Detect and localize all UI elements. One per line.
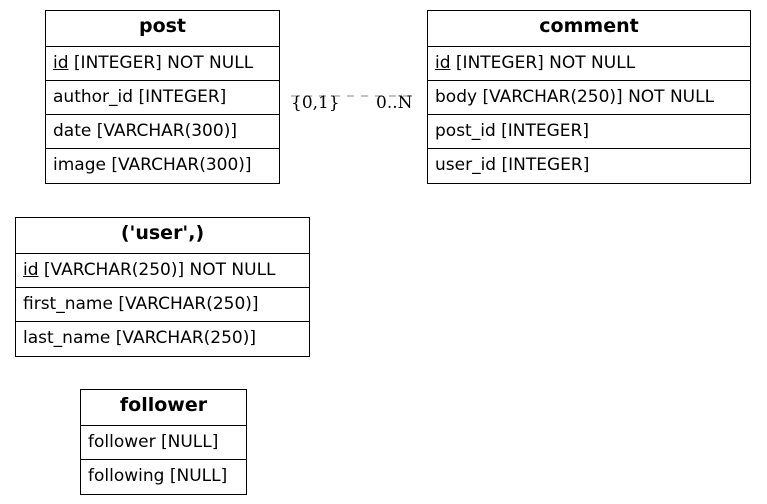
column-name: first_name — [23, 294, 113, 314]
column-spec: [INTEGER] — [501, 155, 590, 175]
column-row: id [INTEGER] NOT NULL — [428, 47, 750, 81]
column-spec: [NULL] — [161, 432, 219, 452]
entity-post[interactable]: post id [INTEGER] NOT NULL author_id [IN… — [45, 10, 280, 184]
column-row: image [VARCHAR(300)] — [46, 149, 279, 183]
column-name: following — [88, 466, 165, 486]
column-row: id [INTEGER] NOT NULL — [46, 47, 279, 81]
column-spec: [INTEGER] NOT NULL — [73, 53, 254, 73]
column-row: following [NULL] — [81, 460, 246, 494]
column-name: body — [435, 87, 478, 107]
cardinality-comment-side: 0..N — [376, 93, 413, 113]
cardinality-post-side: {0,1} — [291, 93, 340, 113]
entity-follower[interactable]: follower follower [NULL] following [NULL… — [80, 389, 247, 495]
column-row: follower [NULL] — [81, 426, 246, 460]
column-spec: [INTEGER] NOT NULL — [455, 53, 636, 73]
column-spec: [INTEGER] — [138, 87, 227, 107]
column-name: last_name — [23, 328, 111, 348]
column-spec: [VARCHAR(250)] NOT NULL — [482, 87, 715, 107]
column-name: follower — [88, 432, 156, 452]
column-spec: [INTEGER] — [501, 121, 589, 141]
entity-title: post — [46, 11, 279, 47]
column-row: body [VARCHAR(250)] NOT NULL — [428, 81, 750, 115]
column-name: image — [53, 155, 106, 175]
primary-key-name: id — [435, 53, 451, 73]
column-spec: [VARCHAR(250)] — [118, 294, 259, 314]
entity-comment[interactable]: comment id [INTEGER] NOT NULL body [VARC… — [427, 10, 751, 184]
column-spec: [NULL] — [169, 466, 228, 486]
column-row: last_name [VARCHAR(250)] — [16, 322, 309, 356]
column-spec: [VARCHAR(250)] — [115, 328, 256, 348]
column-row: author_id [INTEGER] — [46, 81, 279, 115]
primary-key-name: id — [53, 53, 69, 73]
column-name: post_id — [435, 121, 496, 141]
entity-title: ('user',) — [16, 218, 309, 254]
column-row: post_id [INTEGER] — [428, 115, 750, 149]
entity-user[interactable]: ('user',) id [VARCHAR(250)] NOT NULL fir… — [15, 217, 310, 357]
entity-title: follower — [81, 390, 246, 426]
column-row: user_id [INTEGER] — [428, 149, 750, 183]
column-row: date [VARCHAR(300)] — [46, 115, 279, 149]
column-spec: [VARCHAR(300)] — [111, 155, 252, 175]
primary-key-name: id — [23, 260, 39, 280]
column-spec: [VARCHAR(250)] NOT NULL — [43, 260, 276, 280]
column-spec: [VARCHAR(300)] — [96, 121, 237, 141]
column-name: author_id — [53, 87, 134, 107]
column-row: first_name [VARCHAR(250)] — [16, 288, 309, 322]
entity-title: comment — [428, 11, 750, 47]
column-row: id [VARCHAR(250)] NOT NULL — [16, 254, 309, 288]
column-name: user_id — [435, 155, 497, 175]
column-name: date — [53, 121, 92, 141]
